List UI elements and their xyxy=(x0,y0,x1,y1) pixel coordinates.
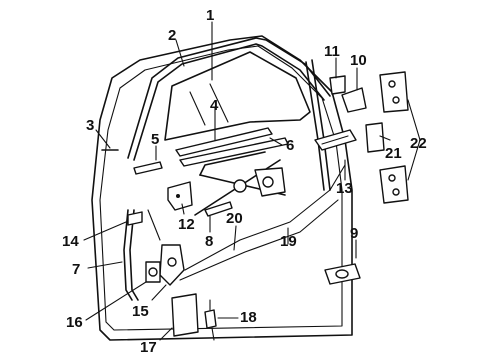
callout-7: 7 xyxy=(72,261,80,278)
callout-22: 22 xyxy=(410,135,427,152)
door-switch xyxy=(204,299,217,341)
callout-18: 18 xyxy=(240,309,257,326)
leader-lines xyxy=(83,21,421,341)
callout-15: 15 xyxy=(132,303,149,320)
lock-rods xyxy=(179,164,346,281)
inside-handle xyxy=(314,129,357,151)
callout-9: 9 xyxy=(350,225,358,242)
callout-4: 4 xyxy=(210,97,219,114)
callout-21: 21 xyxy=(385,145,402,162)
latch-assembly xyxy=(147,209,185,286)
regulator-bracket xyxy=(167,181,193,211)
callout-labels: 1 2 3 4 5 6 7 8 9 10 11 12 13 14 15 16 1… xyxy=(62,7,427,356)
callout-2: 2 xyxy=(168,27,176,44)
hinges xyxy=(365,71,409,204)
callout-6: 6 xyxy=(286,137,294,154)
callout-8: 8 xyxy=(205,233,213,250)
grommet xyxy=(127,211,143,226)
mirror-bracket xyxy=(329,75,367,113)
callout-20: 20 xyxy=(226,210,243,227)
callout-17: 17 xyxy=(140,339,157,356)
front-channel xyxy=(123,209,139,301)
belt-moulding-strips xyxy=(101,127,289,175)
outside-handle xyxy=(324,263,361,285)
callout-11: 11 xyxy=(324,43,340,60)
door-shell xyxy=(91,35,353,341)
callout-12: 12 xyxy=(178,216,195,233)
callout-19: 19 xyxy=(280,233,297,250)
control-module xyxy=(171,293,199,337)
callout-3: 3 xyxy=(86,117,94,134)
lock-actuator xyxy=(145,261,161,283)
callout-13: 13 xyxy=(336,180,353,197)
door-glass xyxy=(164,51,311,141)
callout-5: 5 xyxy=(151,131,159,148)
window-frame-channel xyxy=(127,37,331,161)
callout-16: 16 xyxy=(66,314,83,331)
callout-10: 10 xyxy=(350,52,367,69)
callout-1: 1 xyxy=(206,7,214,24)
window-regulator xyxy=(194,151,286,217)
callout-14: 14 xyxy=(62,233,79,250)
